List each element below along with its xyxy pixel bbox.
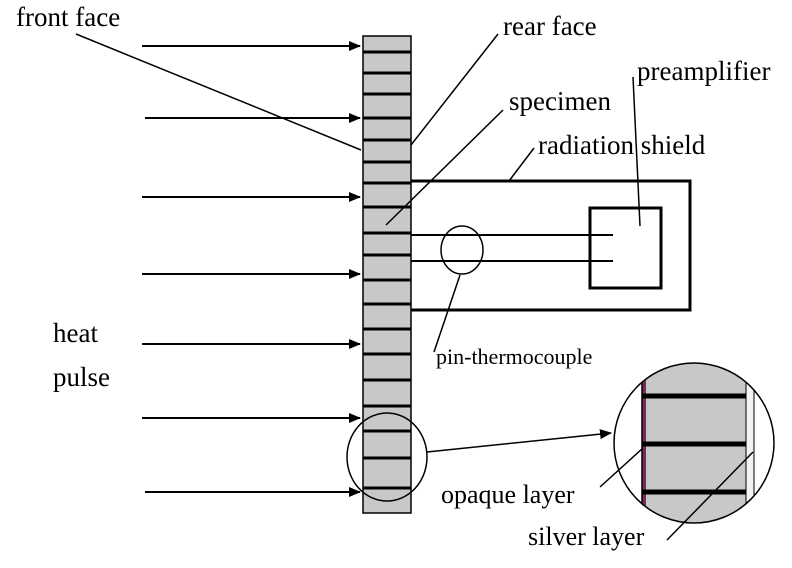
preamplifier-box: [588, 206, 663, 290]
leader-specimen: [385, 109, 504, 226]
leader-front-face: [75, 33, 362, 151]
zoom-arrow: [426, 429, 612, 453]
magnified-layers: [642, 393, 746, 495]
label-pulse: pulse: [53, 362, 110, 392]
label-specimen: specimen: [509, 86, 611, 116]
thermocouple-circle: [440, 225, 484, 275]
magnified-detail: [613, 362, 775, 524]
specimen-slab: [362, 35, 412, 514]
label-preamplifier: preamplifier: [637, 56, 770, 86]
label-heat: heat: [53, 318, 98, 348]
heat-pulse-arrows: [142, 41, 361, 497]
leader-radiation-shield: [508, 147, 535, 182]
label-front-face: front face: [16, 2, 120, 32]
leader-preamplifier: [632, 76, 641, 227]
leader-silver-layer: [666, 451, 754, 541]
thermocouple-wires: [411, 234, 613, 262]
label-pin-thermocouple: pin-thermocouple: [436, 344, 592, 369]
leader-lines: [75, 33, 754, 541]
radiation-shield-box: [411, 179, 692, 312]
leader-rear-face: [410, 33, 499, 146]
label-opaque-layer: opaque layer: [441, 480, 575, 509]
leader-pin-thermocouple: [433, 274, 461, 353]
specimen-body: [362, 35, 412, 514]
magnified-circle-outline: [613, 362, 775, 524]
leader-opaque-layer: [599, 447, 644, 488]
label-radiation-shield: radiation shield: [538, 130, 706, 160]
zoom-source-circle: [346, 412, 428, 502]
specimen-layers: [363, 50, 411, 490]
label-silver-layer: silver layer: [528, 522, 645, 551]
label-rear-face: rear face: [503, 11, 597, 41]
